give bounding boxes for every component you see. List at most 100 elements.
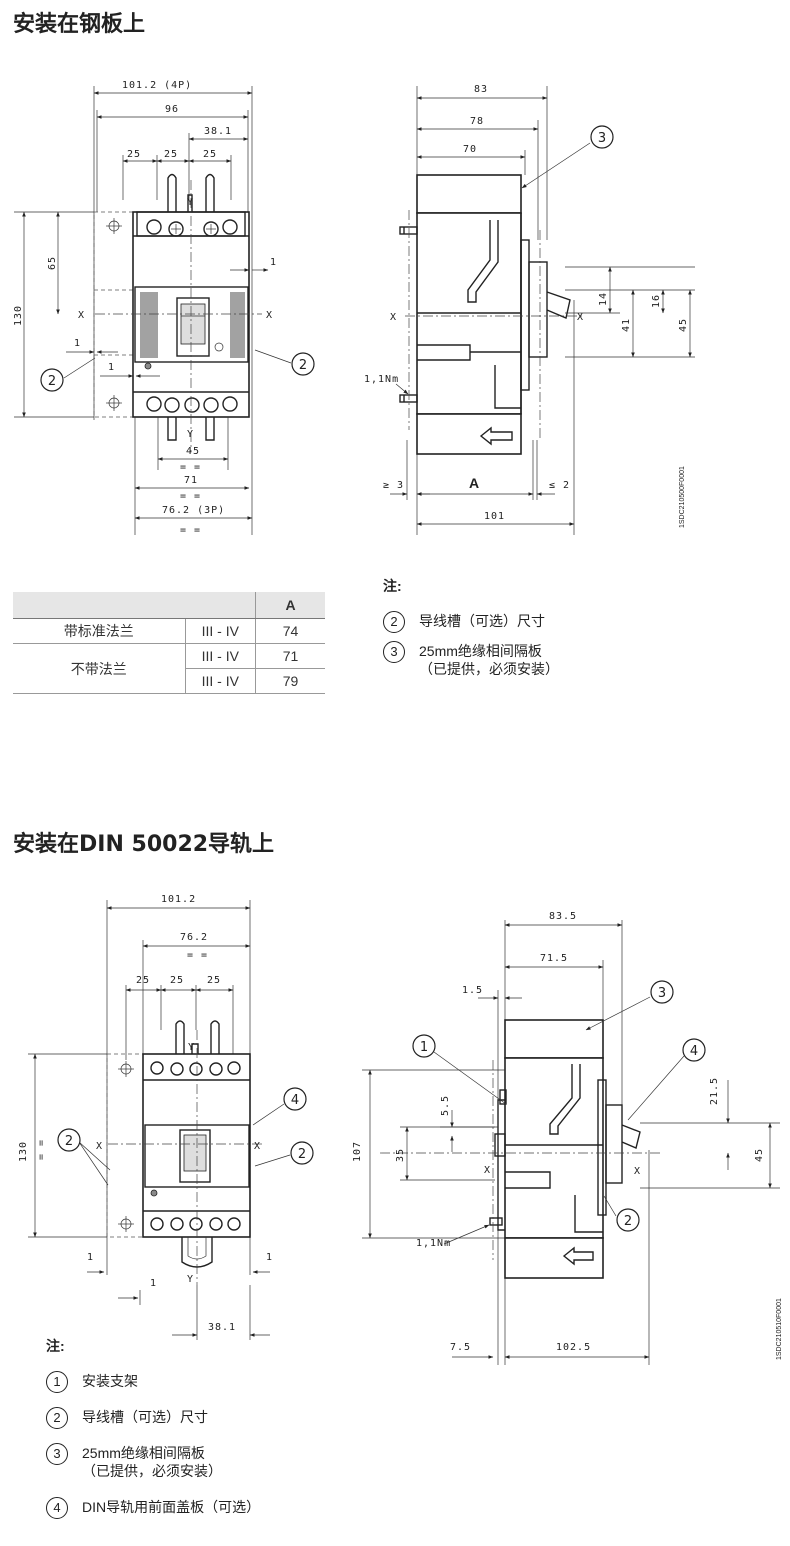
dim-din-45: 45 [754, 1148, 765, 1162]
table-cell-value: 79 [255, 668, 325, 694]
dim-din-76-2: 76.2 [180, 932, 208, 943]
dim-41: 41 [621, 318, 632, 332]
note-item: 1 安装支架 [46, 1371, 260, 1393]
dim-96: 96 [165, 104, 179, 115]
note-text: 导线槽（可选）尺寸 [82, 1409, 208, 1425]
table-header-a: A [255, 592, 325, 619]
svg-text:2: 2 [48, 374, 56, 389]
torque-steel: 1,1Nm [364, 374, 399, 385]
svg-text:1: 1 [420, 1040, 428, 1055]
dim-101: 101 [484, 511, 505, 522]
note-number: 4 [46, 1497, 68, 1519]
dim-78: 78 [470, 116, 484, 127]
dim-din-21-5: 21.5 [709, 1077, 720, 1105]
dim-A: A [469, 475, 479, 491]
dim-din-p2: 25 [170, 975, 184, 986]
note-item: 2 导线槽（可选）尺寸 [383, 611, 559, 633]
dim-din-p1: 25 [136, 975, 150, 986]
notes-steel: 注: 2 导线槽（可选）尺寸 3 25mm绝缘相间隔板 （已提供，必须安装） [383, 576, 559, 690]
table-cell-label: 不带法兰 [13, 643, 185, 694]
drawing-code-din: 1SDC210510F0001 [776, 1298, 783, 1360]
note-item: 3 25mm绝缘相间隔板 （已提供，必须安装） [383, 641, 559, 678]
axis-x-side-right: X [577, 312, 584, 323]
table-row: III - IV 79 [13, 668, 325, 694]
dim-65: 65 [47, 256, 58, 270]
dim-din-5-5: 5.5 [440, 1095, 451, 1116]
dim-71: 71 [184, 475, 198, 486]
note-subtext: （已提供，必须安装） [82, 1463, 222, 1479]
drawing-code-steel: 1SDC210500F0001 [679, 466, 686, 528]
dim-70: 70 [463, 144, 477, 155]
table-row: 带标准法兰 III - IV 74 [13, 618, 325, 644]
note-subtext: （已提供，必须安装） [419, 661, 559, 677]
dim-din-38-1: 38.1 [208, 1322, 236, 1333]
callout-2-din-left: 2 [57, 1128, 81, 1152]
dim-din-1-5: 1.5 [462, 985, 483, 996]
note-item: 2 导线槽（可选）尺寸 [46, 1407, 260, 1429]
dim-din-p3: 25 [207, 975, 221, 986]
svg-text:4: 4 [291, 1093, 299, 1108]
axis-din-y-top: Y [188, 1042, 195, 1053]
steel-front-view: 101.2 (4P) 96 38.1 25 25 25 130 65 [13, 80, 315, 536]
svg-text:2: 2 [65, 1134, 73, 1149]
dim-ge3: ≥ 3 [383, 480, 404, 491]
svg-text:2: 2 [298, 1147, 306, 1162]
axis-x-right: X [266, 310, 273, 321]
note-text: DIN导轨用前面盖板（可选） [82, 1499, 261, 1515]
table-cell-label: 带标准法兰 [13, 618, 185, 644]
dim-76-2-3p: 76.2 (3P) [162, 505, 225, 516]
dim-din-35: 35 [395, 1148, 406, 1162]
din-side-view: 83.5 71.5 1.5 X X 1,1Nm 107 [352, 911, 783, 1365]
svg-text:2: 2 [624, 1214, 632, 1229]
dim-din-102-5: 102.5 [556, 1342, 591, 1353]
dim-pitch-3: 25 [203, 149, 217, 160]
callout-4-din-front: 4 [283, 1087, 307, 1111]
dim-83: 83 [474, 84, 488, 95]
dim-1-right: 1 [270, 257, 277, 268]
dim-14: 14 [598, 292, 609, 306]
note-text: 安装支架 [82, 1373, 138, 1389]
callout-2-right: 2 [291, 352, 315, 376]
dim-38-1: 38.1 [204, 126, 232, 137]
note-item: 4 DIN导轨用前面盖板（可选） [46, 1497, 261, 1519]
table-header-row: A [13, 592, 325, 619]
dim-din-130: 130 [18, 1141, 29, 1162]
din-front-view: 101.2 76.2 = = 25 25 25 130 = = [18, 894, 314, 1340]
axis-din-y-bottom: Y [187, 1274, 194, 1285]
dim-45-side: 45 [678, 318, 689, 332]
callout-2-din-side: 2 [616, 1208, 640, 1232]
svg-text:3: 3 [598, 131, 606, 146]
svg-text:4: 4 [690, 1044, 698, 1059]
axis-x-left: X [78, 310, 85, 321]
note-text: 导线槽（可选）尺寸 [419, 613, 545, 629]
dim-din-1-mid: 1 [150, 1278, 157, 1289]
callout-2-left: 2 [40, 368, 64, 392]
callout-4-din-side: 4 [682, 1038, 706, 1062]
note-number: 2 [46, 1407, 68, 1429]
dim-45: 45 [186, 446, 200, 457]
torque-din: 1,1Nm [416, 1238, 451, 1249]
note-item: 3 25mm绝缘相间隔板 （已提供，必须安装） [46, 1443, 260, 1480]
dim-1-left-a: 1 [74, 338, 81, 349]
axis-din-side-x-right: X [634, 1166, 641, 1177]
steel-side-view: 83 78 70 X X 1,1Nm [364, 84, 695, 535]
dim-din-101-2: 101.2 [161, 894, 196, 905]
table-cell-range: III - IV [184, 643, 256, 669]
table-cell-range: III - IV [184, 618, 256, 644]
axis-din-side-x-left: X [484, 1165, 491, 1176]
dim-din-83-5: 83.5 [549, 911, 577, 922]
table-cell-value: 74 [255, 618, 325, 644]
notes-din: 注: 1 安装支架 2 导线槽（可选）尺寸 3 25mm绝缘相间隔板 （已提供，… [46, 1336, 260, 1528]
dim-eq-1: = = [180, 462, 201, 473]
axis-din-x-right: X [254, 1141, 261, 1152]
svg-text:2: 2 [299, 358, 307, 373]
dim-din-eq: = = [187, 950, 208, 961]
dim-16: 16 [651, 294, 662, 308]
notes-heading: 注: [383, 578, 402, 594]
dim-le2: ≤ 2 [549, 480, 570, 491]
dim-din-107: 107 [352, 1141, 363, 1162]
callout-3-steel: 3 [590, 125, 614, 149]
table-cell-range: III - IV [184, 668, 256, 694]
table-row: 不带法兰 III - IV 71 [13, 643, 325, 694]
